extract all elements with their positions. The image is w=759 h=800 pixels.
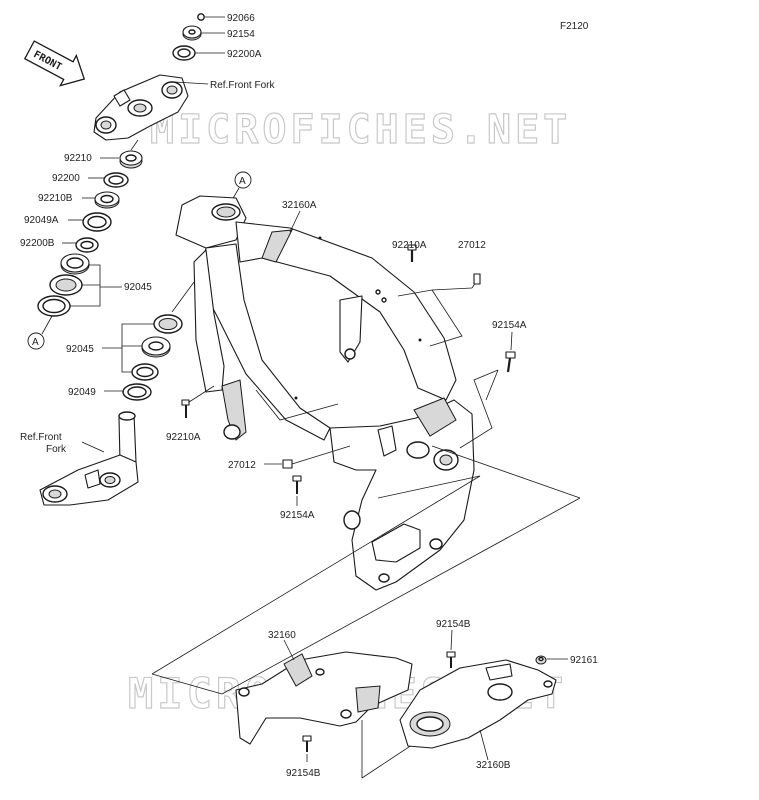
pin-27012-top — [473, 273, 481, 285]
label-92161: 92161 — [570, 655, 598, 666]
main-frame-32160A — [175, 195, 475, 591]
stem-nut-92210 — [119, 150, 143, 169]
label-32160B: 32160B — [476, 760, 511, 771]
pin-27012-bottom — [282, 459, 293, 469]
seal-92049A — [82, 212, 112, 232]
label-ref-front-fork-bottom-1: Ref.Front — [20, 432, 62, 443]
frame-piece-32160B — [399, 659, 557, 749]
label-32160: 32160 — [268, 630, 296, 641]
washer-92200B — [75, 237, 99, 253]
label-92200B: 92200B — [20, 238, 55, 249]
label-92200A: 92200A — [227, 49, 262, 60]
front-arrow: FRONT — [23, 40, 86, 87]
label-92049: 92049 — [68, 387, 96, 398]
label-92066: 92066 — [227, 13, 255, 24]
cap-92154 — [182, 25, 202, 41]
label-92210A-top: 92210A — [392, 240, 427, 251]
label-92200: 92200 — [52, 173, 80, 184]
lower-triple-clamp — [39, 411, 139, 506]
bolt-92154A-right — [505, 351, 516, 373]
callout-a-top — [234, 171, 252, 189]
label-32160A: 32160A — [282, 200, 317, 211]
callout-a-top-label: A — [239, 176, 246, 187]
label-92154B-bottom: 92154B — [286, 768, 321, 779]
bolt-92154A-bottom — [292, 475, 302, 494]
label-92210A-left: 92210A — [166, 432, 201, 443]
seal-92049 — [122, 383, 152, 401]
callout-a-left — [27, 332, 45, 350]
bearing-lower-92045 — [131, 314, 183, 381]
bolt-92210A-left — [181, 399, 190, 418]
diagram-code: F2120 — [560, 21, 589, 32]
label-92045-upper: 92045 — [124, 282, 152, 293]
nut-92161 — [535, 655, 547, 665]
washer-92200 — [103, 172, 129, 188]
label-ref-front-fork-top: Ref.Front Fork — [210, 80, 275, 91]
washer-92200A — [172, 45, 196, 61]
bearing-upper-92045 — [37, 253, 90, 317]
frame-piece-32160 — [235, 651, 413, 745]
label-92049A: 92049A — [24, 215, 59, 226]
bolt-92154B-bottom — [302, 735, 312, 752]
label-92154: 92154 — [227, 29, 255, 40]
bolt-92154B-top — [446, 651, 456, 668]
label-ref-front-fork-bottom-2: Fork — [46, 444, 67, 455]
label-92210: 92210 — [64, 153, 92, 164]
nut-92210B — [94, 191, 120, 209]
label-92154A-bottom: 92154A — [280, 510, 315, 521]
label-92210B: 92210B — [38, 193, 73, 204]
label-27012-top: 27012 — [458, 240, 486, 251]
label-27012-bottom: 27012 — [228, 460, 256, 471]
watermark-top: MICROFICHES.NET — [150, 107, 571, 153]
label-92154A-right: 92154A — [492, 320, 527, 331]
label-92045-lower: 92045 — [66, 344, 94, 355]
label-92154B-top: 92154B — [436, 619, 471, 630]
nut-92066 — [197, 13, 205, 21]
upper-triple-clamp — [93, 74, 189, 141]
callout-a-left-label: A — [32, 337, 39, 348]
